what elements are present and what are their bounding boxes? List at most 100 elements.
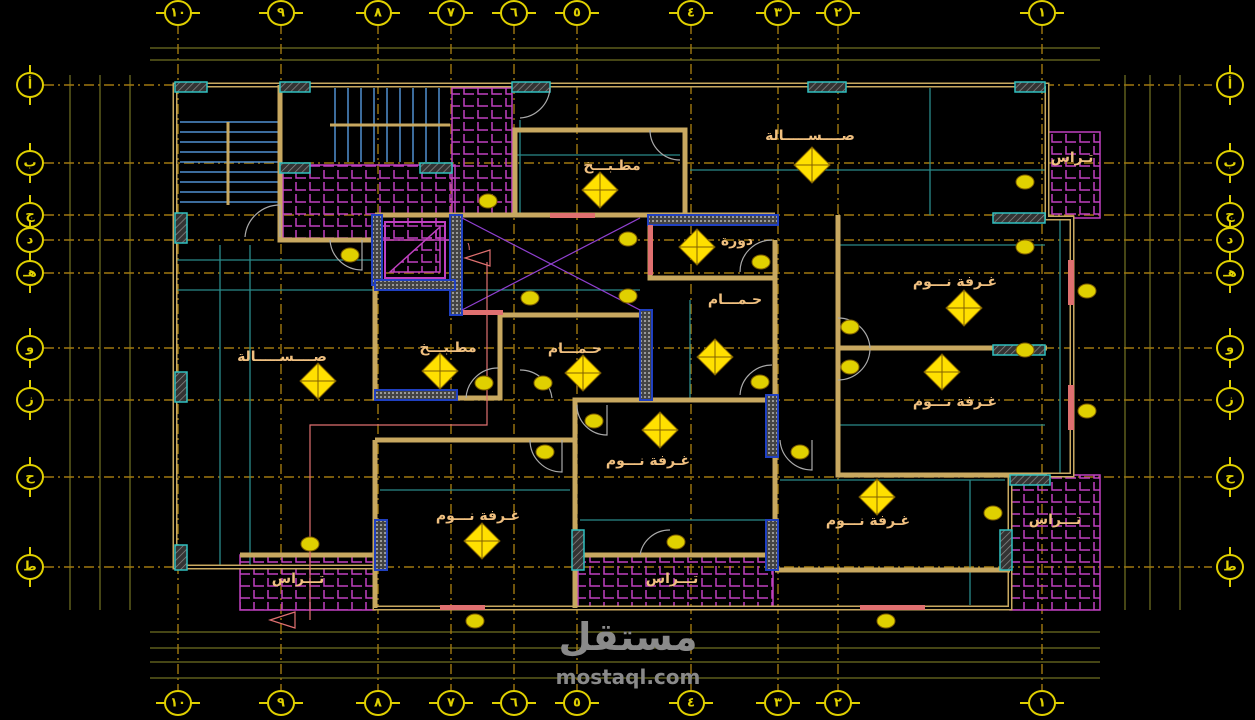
fixture-symbol-icon [1077, 403, 1097, 419]
axis-label-column: ١٠ [170, 696, 186, 711]
fixture-symbol-icon [533, 375, 553, 391]
axis-bubble [164, 690, 192, 716]
axis-label-row: ط [23, 560, 37, 575]
axis-bubble [16, 227, 44, 253]
room-label-bedroom: غـرفة نـــوم [826, 513, 910, 529]
room-label-bedroom: غـرفة نـــوم [436, 508, 520, 524]
axis-label-row: ب [1223, 156, 1236, 171]
fixture-symbol-icon [520, 290, 540, 306]
room-label-terrace: تـــراس [1029, 512, 1081, 528]
axis-label-column: ٤ [687, 6, 695, 21]
axis-label-column: ٩ [277, 696, 285, 711]
axis-bubble [824, 0, 852, 26]
room-label-bedroom: غـرفة نـــوم [913, 394, 997, 410]
axis-bubble [164, 0, 192, 26]
floor-tile-icon [642, 412, 678, 448]
axis-bubble [16, 335, 44, 361]
floor-tile-icon [300, 363, 336, 399]
fixture-symbol-icon [1015, 174, 1035, 190]
room-label-living: صــــســـــالة [765, 128, 855, 144]
floor-tile-icon [464, 523, 500, 559]
watermark-arabic: مستقل [559, 615, 698, 659]
room-label-terrace: تـراس [1051, 150, 1094, 166]
axis-label-row: ز [25, 393, 33, 408]
fixture-symbol-icon [535, 444, 555, 460]
floor-tile-symbols [299, 146, 1097, 629]
room-label-kitchen: مطـبـــخ [583, 158, 640, 174]
axis-bubble [16, 464, 44, 490]
axis-label-row: و [25, 341, 34, 356]
axis-label-row: ج [1225, 208, 1235, 223]
fixture-symbol-icon [618, 231, 638, 247]
axis-label-column: ٤ [687, 696, 695, 711]
axis-bubble [563, 690, 591, 716]
axis-label-column: ٧ [447, 696, 455, 711]
axis-label-column: ١ [1038, 696, 1046, 711]
fixture-symbol-icon [474, 375, 494, 391]
room-label-bath: حـمـــام [708, 292, 762, 308]
room-label-bedroom: غـرفة نـــوم [606, 453, 690, 469]
axis-label-column: ٨ [374, 696, 382, 711]
axis-label-row: د [27, 233, 34, 248]
axis-bubble [764, 0, 792, 26]
room-labels: صــــســـــالة مطـبـــخ حـمـــام حـمـــا… [237, 128, 1093, 587]
axis-label-row: هـ [1222, 266, 1236, 281]
terrace-hatch [577, 554, 774, 609]
section-markers: ١ [268, 240, 491, 629]
room-label-terrace: تـــراس [646, 571, 698, 587]
floor-tile-icon [422, 353, 458, 389]
room-label-living: صــــســـــالة [237, 349, 327, 365]
axis-bubble [16, 387, 44, 413]
dimension-lines [69, 47, 1181, 679]
axis-bubble [563, 0, 591, 26]
axis-bubble [1216, 335, 1244, 361]
axis-label-row: ج [25, 208, 35, 223]
axis-bubble [677, 0, 705, 26]
section-marker-label: ١ [466, 240, 472, 253]
fixture-symbol-icon [1015, 239, 1035, 255]
fixture-symbol-icon [750, 374, 770, 390]
axis-label-column: ١ [1038, 6, 1046, 21]
axis-bubble [1216, 387, 1244, 413]
axis-bubble [437, 690, 465, 716]
axis-bubble [500, 690, 528, 716]
axis-bubble [437, 0, 465, 26]
terrace-hatch [239, 554, 376, 611]
axis-bubble [677, 690, 705, 716]
fixture-symbol-icon [790, 444, 810, 460]
fixture-symbol-icon [478, 193, 498, 209]
axis-label-row: د [1227, 233, 1234, 248]
axis-label-row: ط [1223, 560, 1237, 575]
axis-label-row: و [1225, 341, 1234, 356]
watermark-latin: mostaql.com [556, 665, 701, 689]
axis-bubble [267, 690, 295, 716]
axis-label-column: ٣ [774, 696, 782, 711]
axis-label-column: ٩ [277, 6, 285, 21]
axis-label-column: ٦ [510, 6, 518, 21]
axis-bubble [1216, 464, 1244, 490]
floor-tile-icon [946, 290, 982, 326]
floor-tile-icon [565, 355, 601, 391]
axis-bubble [1216, 554, 1244, 580]
axis-bubble [1216, 260, 1244, 286]
axis-label-column: ٢ [834, 696, 842, 711]
fixture-symbol-icon [300, 536, 320, 552]
floor-tile-icon [794, 147, 830, 183]
floor-tile-icon [582, 172, 618, 208]
stair-landing-hatch [282, 164, 456, 241]
axis-bubble [1216, 150, 1244, 176]
axis-bubble [1216, 72, 1244, 98]
axis-bubble [16, 150, 44, 176]
windows [440, 213, 1074, 610]
axis-label-row: هـ [22, 266, 36, 281]
door-swings [244, 87, 871, 556]
axis-label-row: ح [25, 470, 35, 485]
axis-label-column: ٦ [510, 696, 518, 711]
fixture-symbol-icon [751, 254, 771, 270]
fixture-symbol-icon [876, 613, 896, 629]
axis-bubble [824, 690, 852, 716]
axis-bubble [364, 690, 392, 716]
room-label-toilet: دورة [721, 233, 753, 249]
